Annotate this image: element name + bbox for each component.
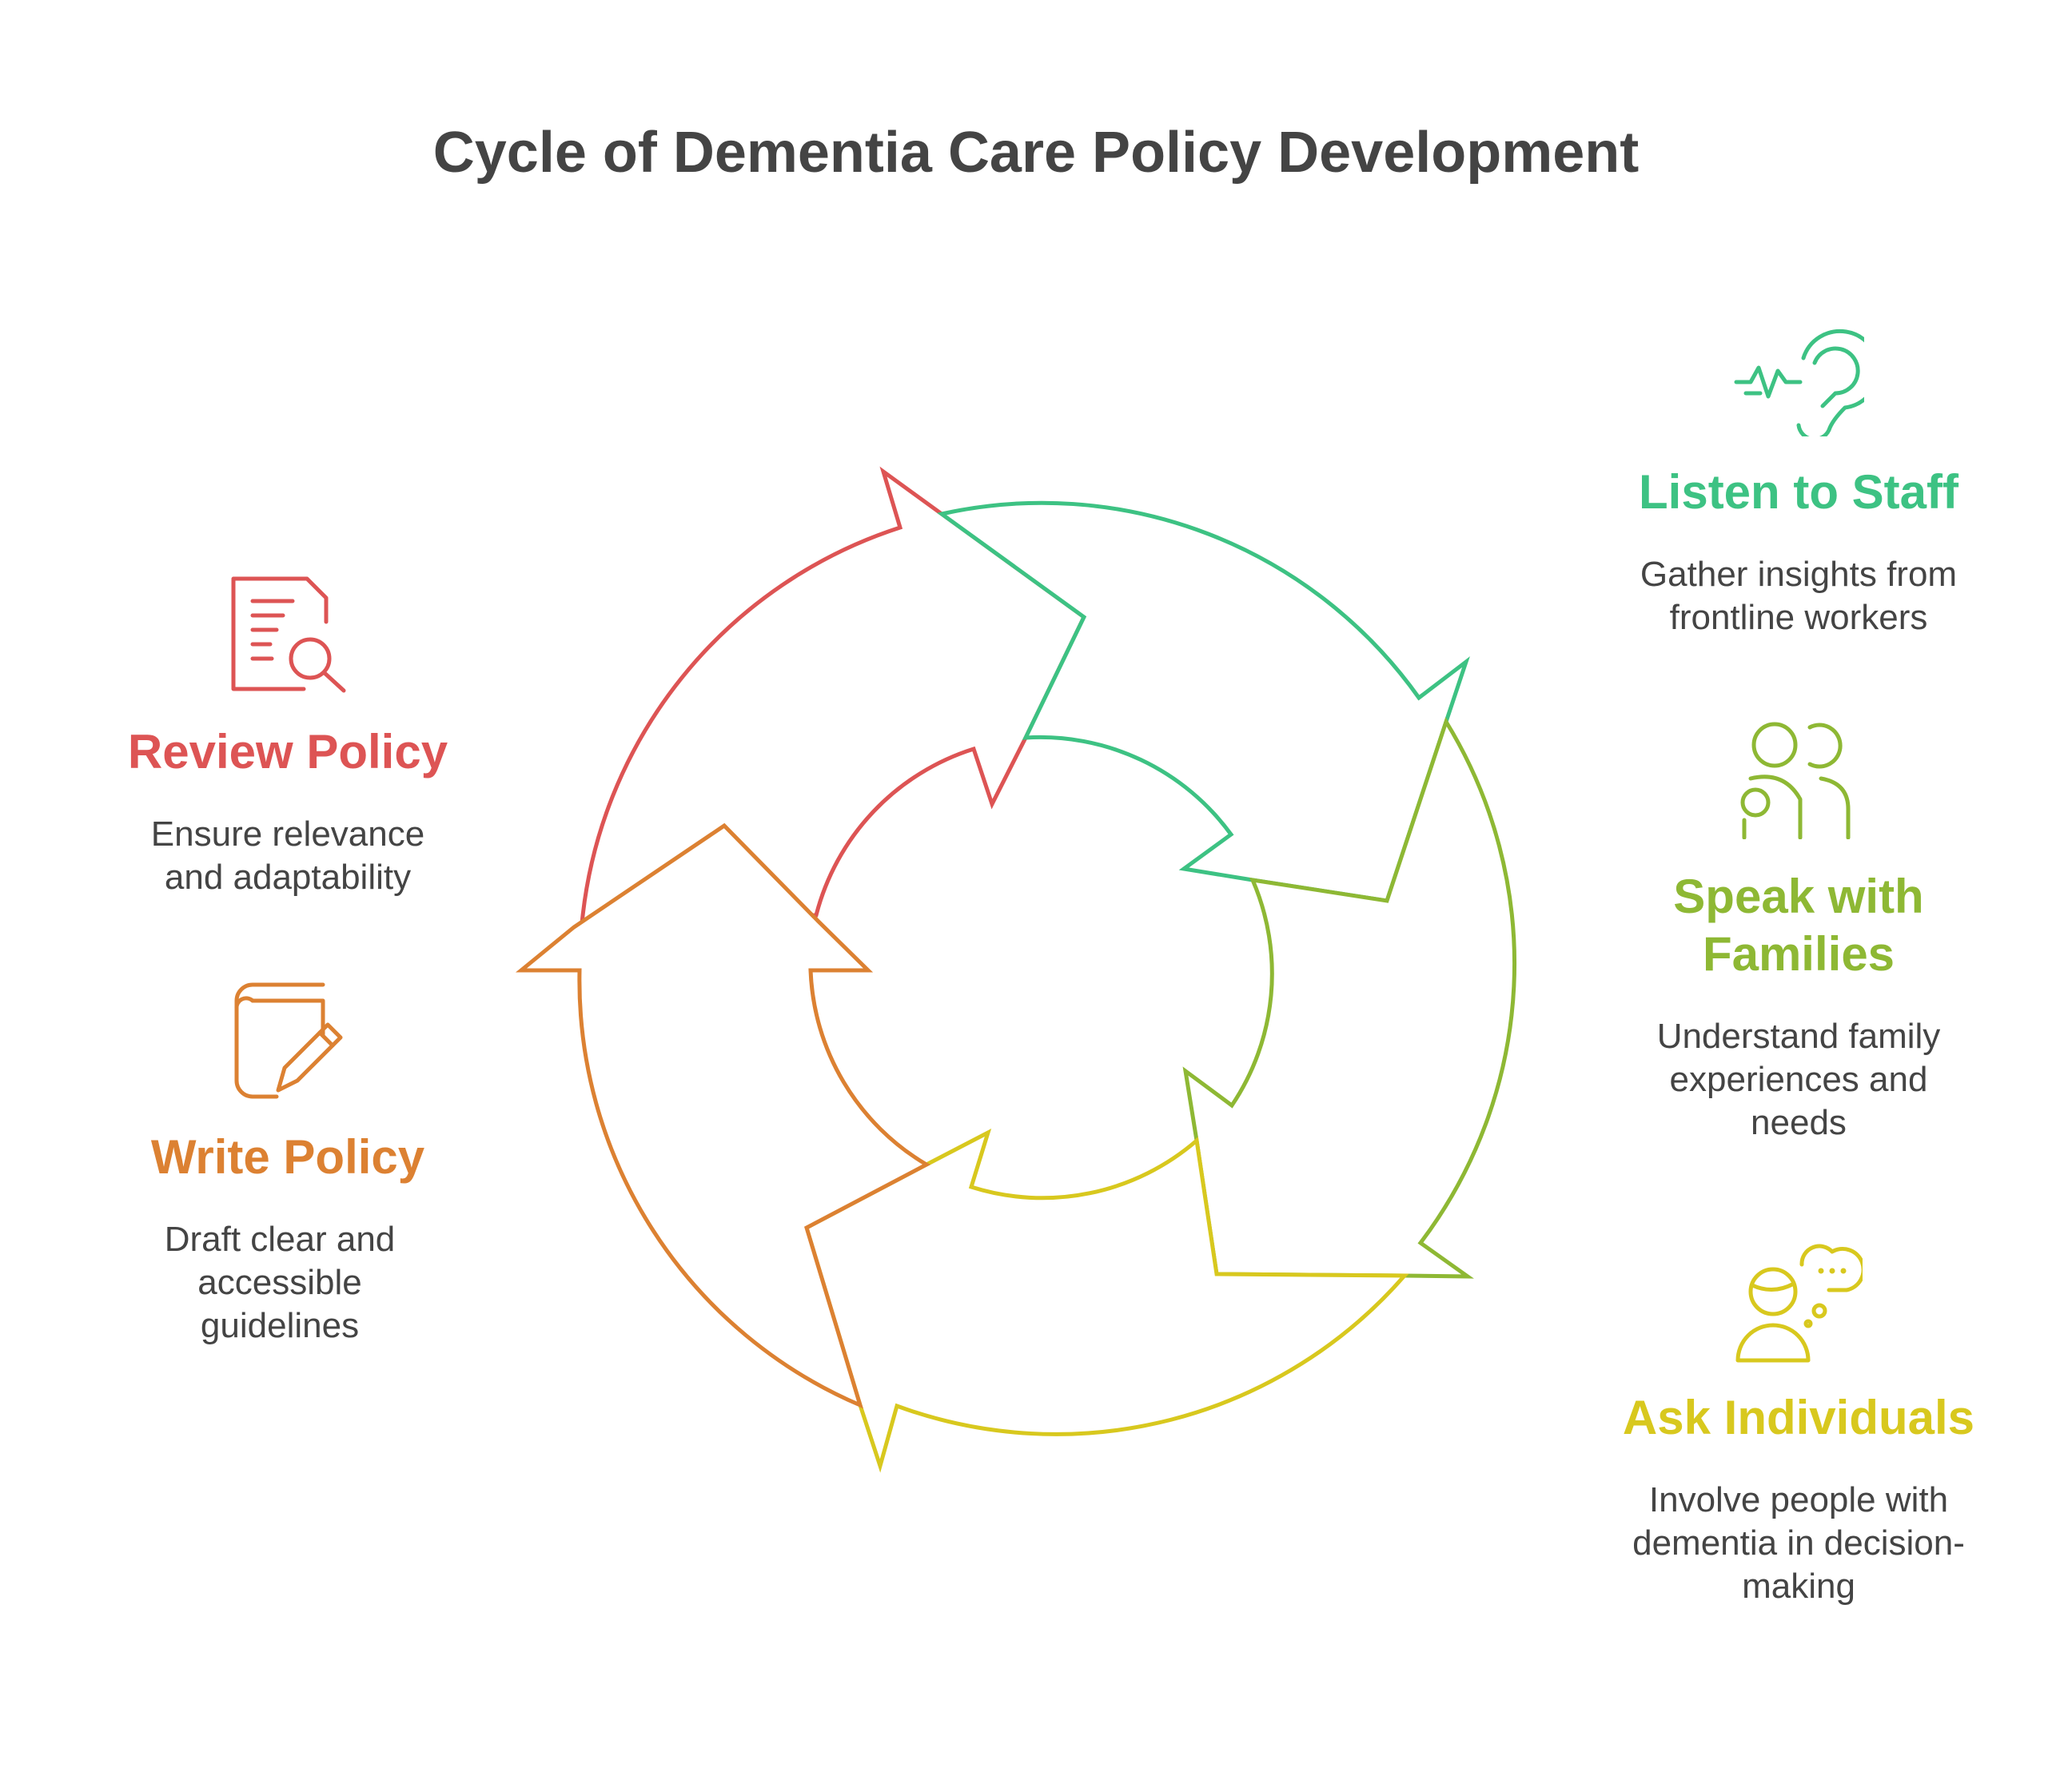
- step-desc-listen: Gather insights from frontline workers: [1640, 555, 1958, 637]
- cycle-arrow-ask: [804, 1129, 1409, 1473]
- step-write: Write Policy Draft clear and accessible …: [96, 1129, 480, 1348]
- step-listen: Listen to Staff Gather insights from fro…: [1599, 464, 1998, 639]
- family-icon: [1740, 722, 1851, 839]
- step-ask: Ask Individuals Involve people with deme…: [1599, 1389, 1998, 1608]
- cycle-arrow-listen: [937, 500, 1470, 903]
- document-search-icon: [231, 576, 346, 693]
- step-label-write: Write Policy: [150, 1130, 425, 1184]
- step-label-review: Review Policy: [127, 725, 448, 779]
- step-label-speak: Speak with Families: [1673, 870, 1924, 981]
- cycle-arrow-speak: [1182, 717, 1517, 1279]
- diagram-title: Cycle of Dementia Care Policy Developmen…: [432, 121, 1640, 185]
- ear-icon: [1734, 329, 1864, 436]
- cycle-arrow-review: [580, 466, 1087, 926]
- step-desc-review: Ensure relevance and adaptability: [150, 814, 425, 897]
- step-desc-write: Draft clear and accessible guidelines: [164, 1220, 396, 1345]
- step-label-ask: Ask Individuals: [1622, 1391, 1975, 1444]
- step-desc-ask: Involve people with dementia in decision…: [1632, 1480, 1965, 1606]
- notebook-pencil-icon: [234, 982, 343, 1099]
- step-label-listen: Listen to Staff: [1639, 465, 1958, 519]
- cycle-arrow-write: [515, 822, 931, 1409]
- step-desc-speak: Understand family experiences and needs: [1656, 1017, 1941, 1142]
- person-thinking-icon: [1735, 1244, 1863, 1363]
- step-speak: Speak with Families Understand family ex…: [1599, 868, 1998, 1145]
- step-review: Review Policy Ensure relevance and adapt…: [96, 723, 480, 899]
